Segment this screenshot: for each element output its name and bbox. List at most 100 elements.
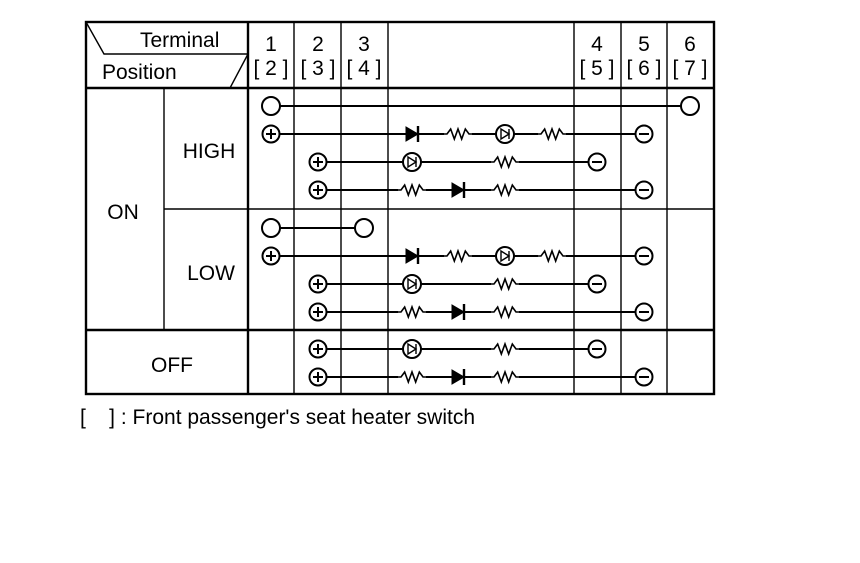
led-triangle [500, 127, 511, 141]
terminal-plus-icon [261, 124, 281, 144]
circuit-row [261, 96, 700, 116]
diode-icon [405, 126, 420, 142]
circuit-row [261, 218, 374, 238]
terminal-2-number: 2 [312, 33, 324, 56]
terminal-plus-icon [308, 180, 328, 200]
terminal-plus-icon [308, 367, 328, 387]
resistor-gap [398, 374, 426, 380]
resistor-gap [398, 187, 426, 193]
terminal-plus-icon [261, 246, 281, 266]
diode-triangle [451, 182, 465, 198]
resistor-icon [444, 126, 472, 142]
terminal-5-number: 5 [638, 33, 650, 56]
position-labels: ON HIGH LOW OFF [107, 140, 235, 377]
resistor-gap [538, 253, 566, 259]
led-triangle [407, 155, 418, 169]
diode-triangle [405, 248, 419, 264]
terminal-4-number: 4 [591, 33, 603, 56]
position-header-label: Position [102, 61, 177, 84]
resistor-icon [491, 182, 519, 198]
resistor-icon [538, 126, 566, 142]
led-triangle [500, 249, 511, 263]
resistor-gap [491, 309, 519, 315]
resistor-gap [444, 131, 472, 137]
led-triangle [407, 277, 418, 291]
resistor-gap [444, 253, 472, 259]
resistor-gap [491, 281, 519, 287]
terminal-plus-icon [308, 339, 328, 359]
resistor-icon [398, 182, 426, 198]
table-grid [84, 20, 716, 396]
position-on-label: ON [107, 201, 139, 224]
terminal-minus-icon [634, 180, 654, 200]
terminal-open-circle [680, 96, 700, 116]
diode-triangle [451, 304, 465, 320]
terminal-minus-icon [634, 124, 654, 144]
resistor-gap [398, 309, 426, 315]
footnote-text: : Front passenger's seat heater switch [115, 406, 476, 429]
circuit-row [308, 339, 607, 359]
resistor-icon [491, 369, 519, 385]
terminal-plus-icon [308, 274, 328, 294]
position-off-label: OFF [151, 354, 193, 377]
terminal-numbers: 1 [ 2 ] 2 [ 3 ] 3 [ 4 ] 4 [ 5 ] 5 [ 6 ] … [253, 33, 707, 80]
diode-icon [451, 182, 466, 198]
terminal-minus-icon [587, 152, 607, 172]
diode-icon [451, 304, 466, 320]
resistor-gap [538, 131, 566, 137]
resistor-icon [538, 248, 566, 264]
circuit-row [308, 302, 654, 322]
resistor-icon [444, 248, 472, 264]
terminal-3-bracket: [ 4 ] [346, 57, 381, 80]
led-icon [402, 152, 422, 172]
led-icon [402, 339, 422, 359]
led-icon [495, 246, 515, 266]
terminal-header-label: Terminal [140, 29, 219, 52]
terminal-5-bracket: [ 6 ] [626, 57, 661, 80]
resistor-icon [398, 304, 426, 320]
position-high-label: HIGH [183, 140, 236, 163]
resistor-gap [491, 374, 519, 380]
terminal-minus-icon [634, 246, 654, 266]
terminal-open-circle [261, 96, 281, 116]
terminal-4-bracket: [ 5 ] [579, 57, 614, 80]
resistor-icon [491, 304, 519, 320]
footnote-bracket: [ ] [80, 406, 116, 429]
continuity-circuits [261, 96, 700, 387]
resistor-icon [491, 154, 519, 170]
terminal-minus-icon [634, 367, 654, 387]
resistor-icon [491, 276, 519, 292]
diode-triangle [451, 369, 465, 385]
circuit-row [308, 274, 607, 294]
terminal-plus-icon [308, 152, 328, 172]
led-triangle [407, 342, 418, 356]
resistor-icon [491, 341, 519, 357]
circuit-row [261, 246, 654, 266]
diode-triangle [405, 126, 419, 142]
terminal-minus-icon [587, 274, 607, 294]
led-icon [495, 124, 515, 144]
diode-icon [451, 369, 466, 385]
footnote: [ ] : Front passenger's seat heater swit… [80, 406, 475, 430]
circuit-row [308, 367, 654, 387]
terminal-minus-icon [634, 302, 654, 322]
terminal-1-bracket: [ 2 ] [253, 57, 288, 80]
resistor-icon [398, 369, 426, 385]
terminal-open-circle [261, 218, 281, 238]
circuit-row [308, 180, 654, 200]
circuit-row [308, 152, 607, 172]
resistor-gap [491, 187, 519, 193]
diode-icon [405, 248, 420, 264]
position-low-label: LOW [187, 262, 235, 285]
terminal-minus-icon [587, 339, 607, 359]
terminal-1-number: 1 [265, 33, 277, 56]
resistor-gap [491, 159, 519, 165]
led-icon [402, 274, 422, 294]
terminal-2-bracket: [ 3 ] [300, 57, 335, 80]
terminal-6-bracket: [ 7 ] [672, 57, 707, 80]
terminal-plus-icon [308, 302, 328, 322]
resistor-gap [491, 346, 519, 352]
terminal-6-number: 6 [684, 33, 696, 56]
circuit-row [261, 124, 654, 144]
